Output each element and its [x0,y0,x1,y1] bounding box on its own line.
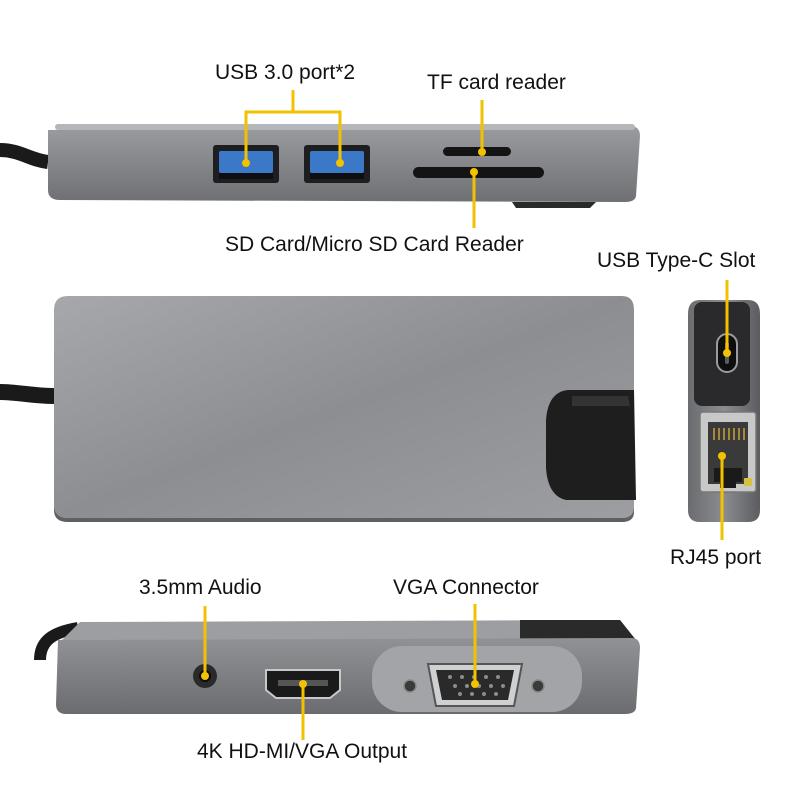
hub-foot [512,202,596,208]
hub-face [54,296,634,518]
usbc-dot [723,349,731,357]
hub-side-view [688,280,760,540]
vga-screw-right [531,679,545,693]
cable [0,143,50,169]
vga-screw-left [403,679,417,693]
hub-face-view [0,296,636,522]
sd-dot [470,168,478,176]
hub-top-view [0,90,640,228]
usb30-dot-1 [242,159,250,167]
label-sd: SD Card/Micro SD Card Reader [225,233,524,256]
label-audio: 3.5mm Audio [139,576,262,599]
cable-face [0,384,55,404]
usb30-dot-2 [336,159,344,167]
rubber-cap-highlight [572,396,630,406]
rj45-dot [718,452,726,460]
hdmi-dot [299,680,307,688]
label-usbc: USB Type-C Slot [597,249,756,272]
rubber-end-cap [546,390,636,500]
label-vga: VGA Connector [393,576,539,599]
label-usb30: USB 3.0 port*2 [215,61,356,84]
cable-bottom [34,622,80,661]
rj45-pins [713,428,745,440]
label-tf: TF card reader [427,71,566,94]
hub-face-edge [54,504,634,522]
sd-slot [413,167,544,178]
tf-dot [478,148,486,156]
label-hdmi: 4K HD-MI/VGA Output [197,740,408,763]
audio-dot [201,672,209,680]
vga-dot [471,680,479,688]
tf-slot [443,147,511,156]
label-rj45: RJ45 port [670,546,762,569]
rj45-led [744,478,752,486]
rubber-end-bottom [520,620,636,640]
hub-bottom-view [34,604,640,740]
hub-top-rim [55,124,635,130]
hub-back-rim [58,620,636,644]
